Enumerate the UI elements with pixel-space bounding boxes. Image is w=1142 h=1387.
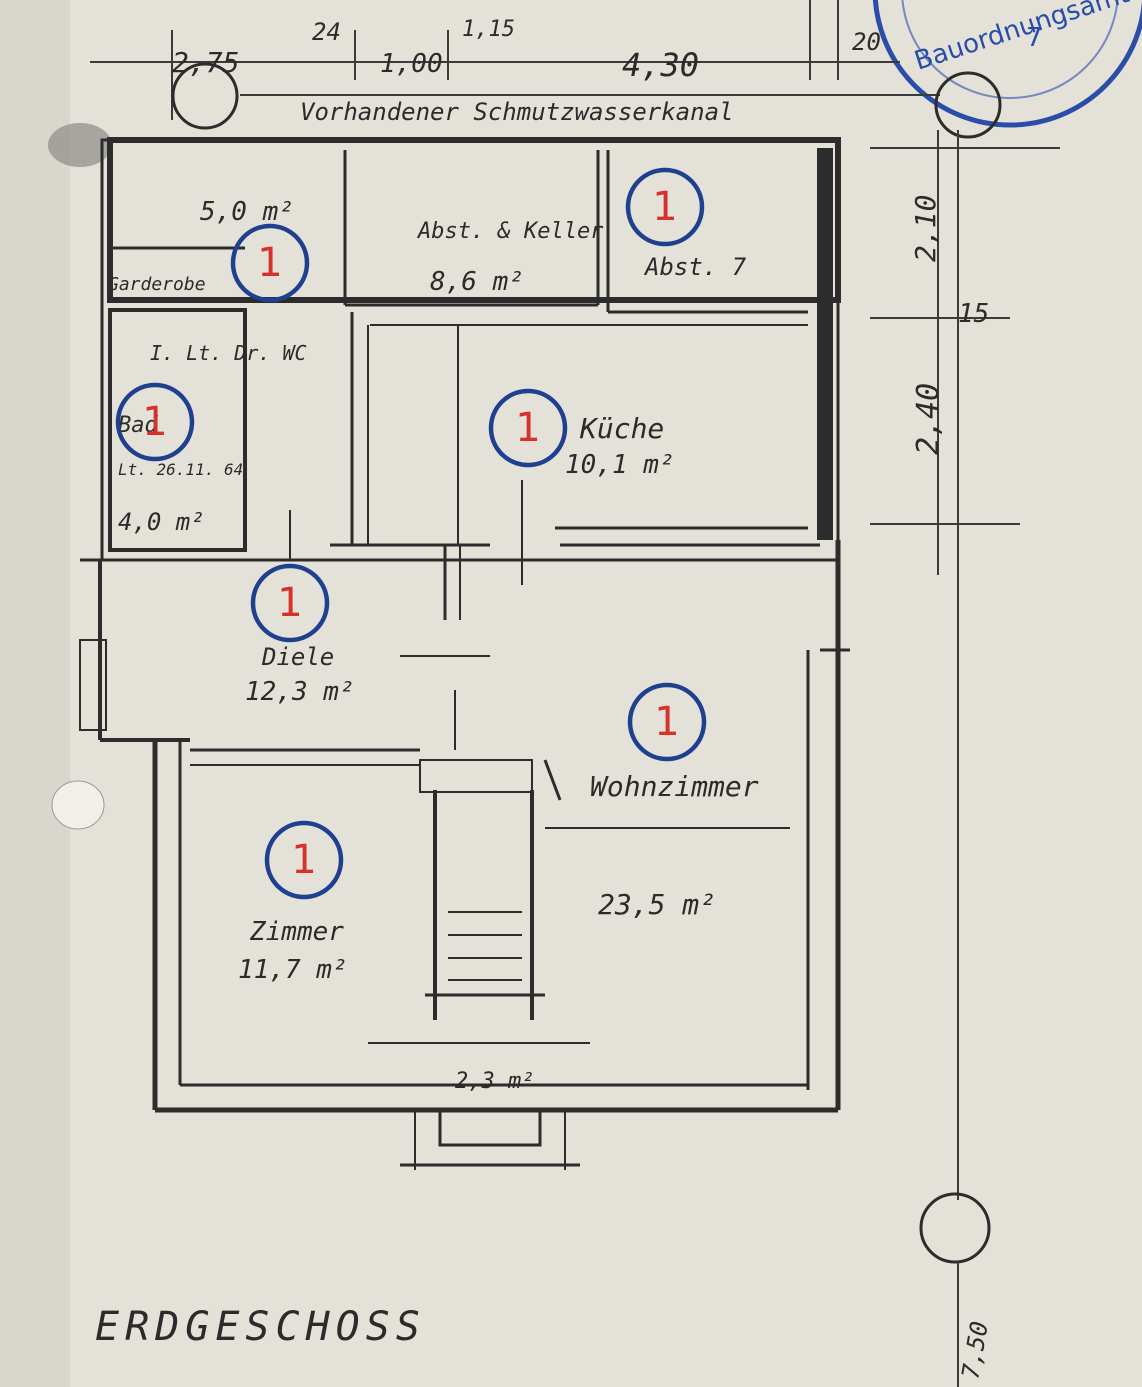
label-garderobe: Garderobe bbox=[108, 274, 206, 295]
sewer-label: Vorhandener Schmutzwasserkanal bbox=[300, 98, 733, 126]
room-area-entrance: 2,3 m² bbox=[455, 1069, 534, 1094]
marker-zimmer: 1 bbox=[264, 820, 344, 900]
room-name-abstellkeller: Abst. & Keller bbox=[416, 219, 604, 244]
paper-margin bbox=[0, 0, 70, 1387]
dim-right-bottom: 7,50 bbox=[956, 1319, 994, 1381]
room-markers: 1 1 1 1 1 1 1 bbox=[115, 167, 707, 900]
room-labels: 5,0 m² Abst. & Keller 8,6 m² Abst. 7 Gar… bbox=[95, 197, 759, 1350]
grid-axis-circle bbox=[934, 71, 1002, 139]
grid-axis-circle bbox=[171, 62, 239, 130]
room-area-vorraum: 5,0 m² bbox=[200, 197, 294, 227]
room-area-diele: 12,3 m² bbox=[245, 677, 355, 707]
marker-number: 1 bbox=[257, 240, 282, 286]
stamp-number: 7 bbox=[1026, 23, 1043, 53]
marker-number: 1 bbox=[142, 399, 167, 445]
marker-diele: 1 bbox=[250, 563, 330, 643]
official-stamp: Bauordnungsamt 7 bbox=[872, 0, 1142, 128]
marker-number: 1 bbox=[291, 837, 316, 883]
room-area-zimmer: 11,7 m² bbox=[238, 955, 348, 985]
stamp-text: Bauordnungsamt bbox=[911, 0, 1133, 77]
room-area-bad: 4,0 m² bbox=[118, 508, 205, 536]
dim-top-5: 4,30 bbox=[622, 46, 699, 84]
walls bbox=[79, 137, 850, 1170]
marker-number: 1 bbox=[652, 184, 677, 230]
dim-top-3: 1,00 bbox=[380, 49, 443, 79]
marker-wohnzimmer: 1 bbox=[627, 682, 707, 762]
marker-number: 1 bbox=[515, 405, 540, 451]
room-name-zimmer: Zimmer bbox=[249, 917, 344, 947]
marker-bad: 1 bbox=[115, 382, 195, 462]
dim-right-3: 2,40 bbox=[911, 383, 946, 455]
room-area-kueche: 10,1 m² bbox=[565, 450, 675, 480]
marker-number: 1 bbox=[654, 699, 679, 745]
room-name-wohnzimmer: Wohnzimmer bbox=[590, 770, 759, 803]
dim-top-2: 24 bbox=[312, 18, 341, 46]
room-name-abst7: Abst. 7 bbox=[643, 253, 747, 281]
punch-hole bbox=[51, 780, 105, 830]
plan-title: ERDGESCHOSS bbox=[95, 1304, 426, 1350]
room-name-diele: Diele bbox=[261, 643, 334, 671]
dim-right-2: 15 bbox=[958, 299, 989, 329]
punch-hole bbox=[48, 123, 112, 167]
dim-right-1: 2,10 bbox=[909, 195, 942, 262]
marker-abst7: 1 bbox=[625, 167, 705, 247]
room-name-kueche: Küche bbox=[579, 412, 664, 445]
marker-number: 1 bbox=[277, 580, 302, 626]
marker-kueche: 1 bbox=[488, 388, 568, 468]
dim-top-4: 1,15 bbox=[462, 17, 515, 42]
dim-top-1: 2,75 bbox=[172, 46, 239, 79]
label-bad-note: Lt. 26.11. 64 bbox=[118, 460, 243, 479]
grid-axis-circle bbox=[919, 1192, 991, 1264]
top-dimension-line: 2,75 24 1,00 1,15 4,30 20 Vorhandener Sc… bbox=[90, 0, 1002, 139]
room-name-bad: Bad bbox=[118, 413, 158, 438]
right-dimension-line: 2,10 15 2,40 7,50 bbox=[870, 130, 1060, 1387]
room-area-abstellkeller: 8,6 m² bbox=[430, 267, 524, 297]
marker-vorraum: 1 bbox=[230, 223, 310, 303]
dim-top-6: 20 bbox=[852, 28, 881, 56]
label-wc-note: I. Lt. Dr. WC bbox=[150, 341, 307, 365]
room-area-wohnzimmer: 23,5 m² bbox=[598, 888, 716, 921]
